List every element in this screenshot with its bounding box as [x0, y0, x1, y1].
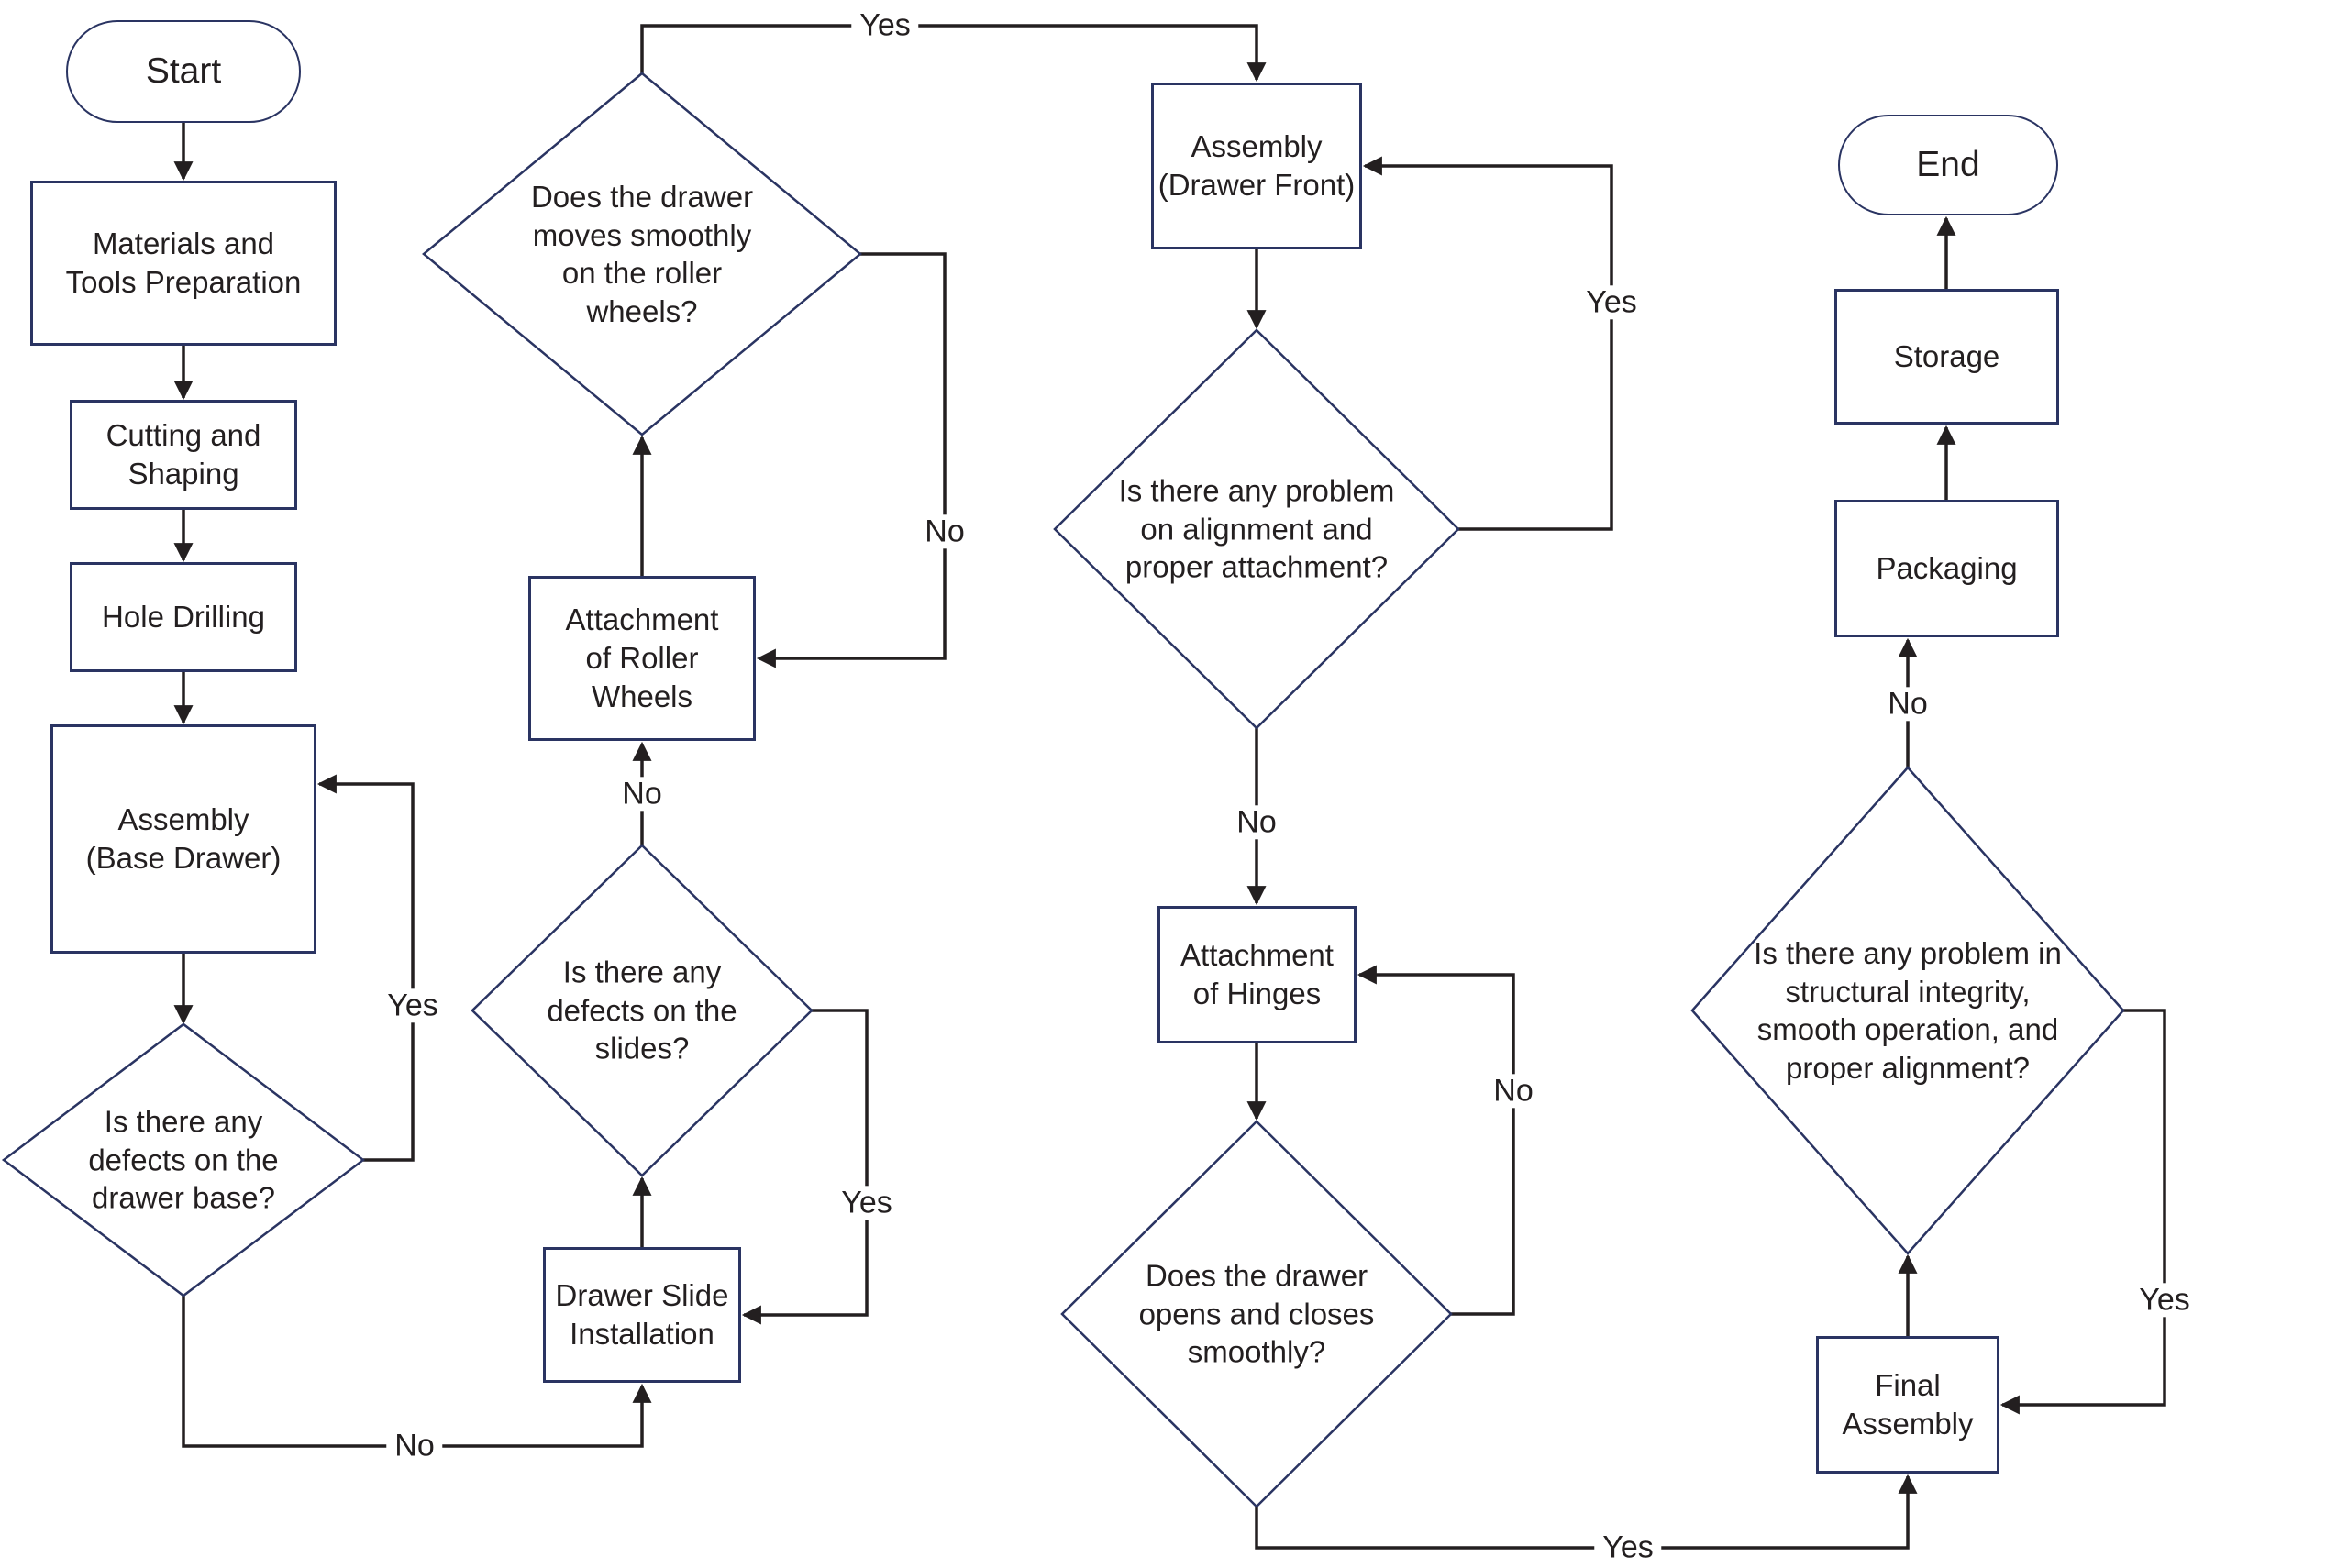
decision-shapes	[1, 72, 2125, 1508]
node-cutting-shaping-label: Cutting and Shaping	[105, 417, 261, 491]
node-packaging-label: Packaging	[1876, 550, 2018, 585]
edge-label-align-yes: Yes	[1578, 284, 1645, 320]
node-hinges-label: Attachment of Hinges	[1180, 937, 1334, 1010]
node-storage-label: Storage	[1893, 338, 2000, 373]
connectors	[173, 24, 2166, 1550]
decision-defects-slides-label: Is there any defects on the slides?	[547, 955, 737, 1066]
node-assembly-base: Assembly (Base Drawer)	[50, 724, 316, 954]
node-end-label: End	[1916, 145, 1980, 185]
decision-moves-smoothly-shape	[422, 72, 862, 436]
node-materials-prep-label: Materials and Tools Preparation	[65, 226, 302, 299]
edge-alignment-yes-loop	[1362, 156, 1613, 531]
node-start-label: Start	[145, 51, 222, 92]
edge-label-open-yes: Yes	[1594, 1529, 1662, 1565]
edge-moves-smoothly-yes-to-assembly-front	[640, 24, 1267, 83]
node-drawer-slide-install: Drawer Slide Installation	[543, 1247, 741, 1383]
edge-opens-closes-no-loop	[1357, 965, 1515, 1316]
node-final-assembly-label: Final Assembly	[1842, 1367, 1974, 1441]
decision-alignment-shape	[1053, 328, 1460, 730]
decision-alignment-label: Is there any problem on alignment and pr…	[1118, 473, 1395, 584]
edge-label-integrity-no: No	[1879, 686, 1936, 722]
node-hole-drilling: Hole Drilling	[70, 562, 297, 672]
node-cutting-shaping: Cutting and Shaping	[70, 400, 297, 510]
node-end: End	[1838, 115, 2058, 215]
decision-opens-closes-label: Does the drawer opens and closes smoothl…	[1138, 1258, 1375, 1369]
decision-integrity-label: Is there any problem in structural integ…	[1754, 935, 2062, 1085]
node-drawer-slide-install-label: Drawer Slide Installation	[555, 1277, 729, 1351]
edge-label-base-yes: Yes	[379, 988, 447, 1023]
decision-moves-smoothly-label: Does the drawer moves smoothly on the ro…	[530, 179, 754, 328]
edge-label-slides-no: No	[614, 776, 670, 812]
node-assembly-base-label: Assembly (Base Drawer)	[85, 801, 282, 875]
decision-defects-slides-shape	[471, 844, 814, 1177]
node-roller-wheels: Attachment of Roller Wheels	[528, 576, 756, 741]
decision-integrity-shape	[1690, 766, 2125, 1255]
node-final-assembly: Final Assembly	[1816, 1336, 1999, 1474]
node-roller-wheels-label: Attachment of Roller Wheels	[565, 602, 719, 714]
node-packaging: Packaging	[1834, 500, 2059, 637]
edge-defects-base-yes-loop	[316, 774, 415, 1162]
node-hinges: Attachment of Hinges	[1157, 906, 1357, 1043]
edge-label-integrity-yes: Yes	[2131, 1282, 2198, 1318]
node-storage: Storage	[1834, 289, 2059, 425]
decision-opens-closes-shape	[1060, 1120, 1453, 1508]
node-materials-prep: Materials and Tools Preparation	[30, 181, 337, 346]
edge-label-slides-yes: Yes	[833, 1185, 901, 1220]
decision-defects-base-shape	[1, 1022, 366, 1297]
edge-label-base-no: No	[386, 1428, 443, 1463]
edge-label-open-no: No	[1485, 1073, 1542, 1109]
edge-label-roller-no: No	[916, 513, 973, 549]
decision-defects-base-label: Is there any defects on the drawer base?	[88, 1104, 279, 1215]
node-assembly-front-label: Assembly (Drawer Front)	[1157, 128, 1356, 202]
node-start: Start	[66, 20, 301, 123]
edge-label-align-no: No	[1228, 804, 1285, 840]
edge-label-roller-yes: Yes	[851, 7, 919, 43]
edge-defects-slides-yes-loop	[741, 1009, 869, 1325]
node-hole-drilling-label: Hole Drilling	[102, 599, 265, 634]
node-assembly-front: Assembly (Drawer Front)	[1151, 83, 1362, 249]
edge-moves-smoothly-no-loop	[756, 252, 947, 668]
edge-integrity-yes-loop	[1999, 1009, 2166, 1415]
edge-opens-closes-yes-to-final-assembly	[1255, 1474, 1918, 1550]
